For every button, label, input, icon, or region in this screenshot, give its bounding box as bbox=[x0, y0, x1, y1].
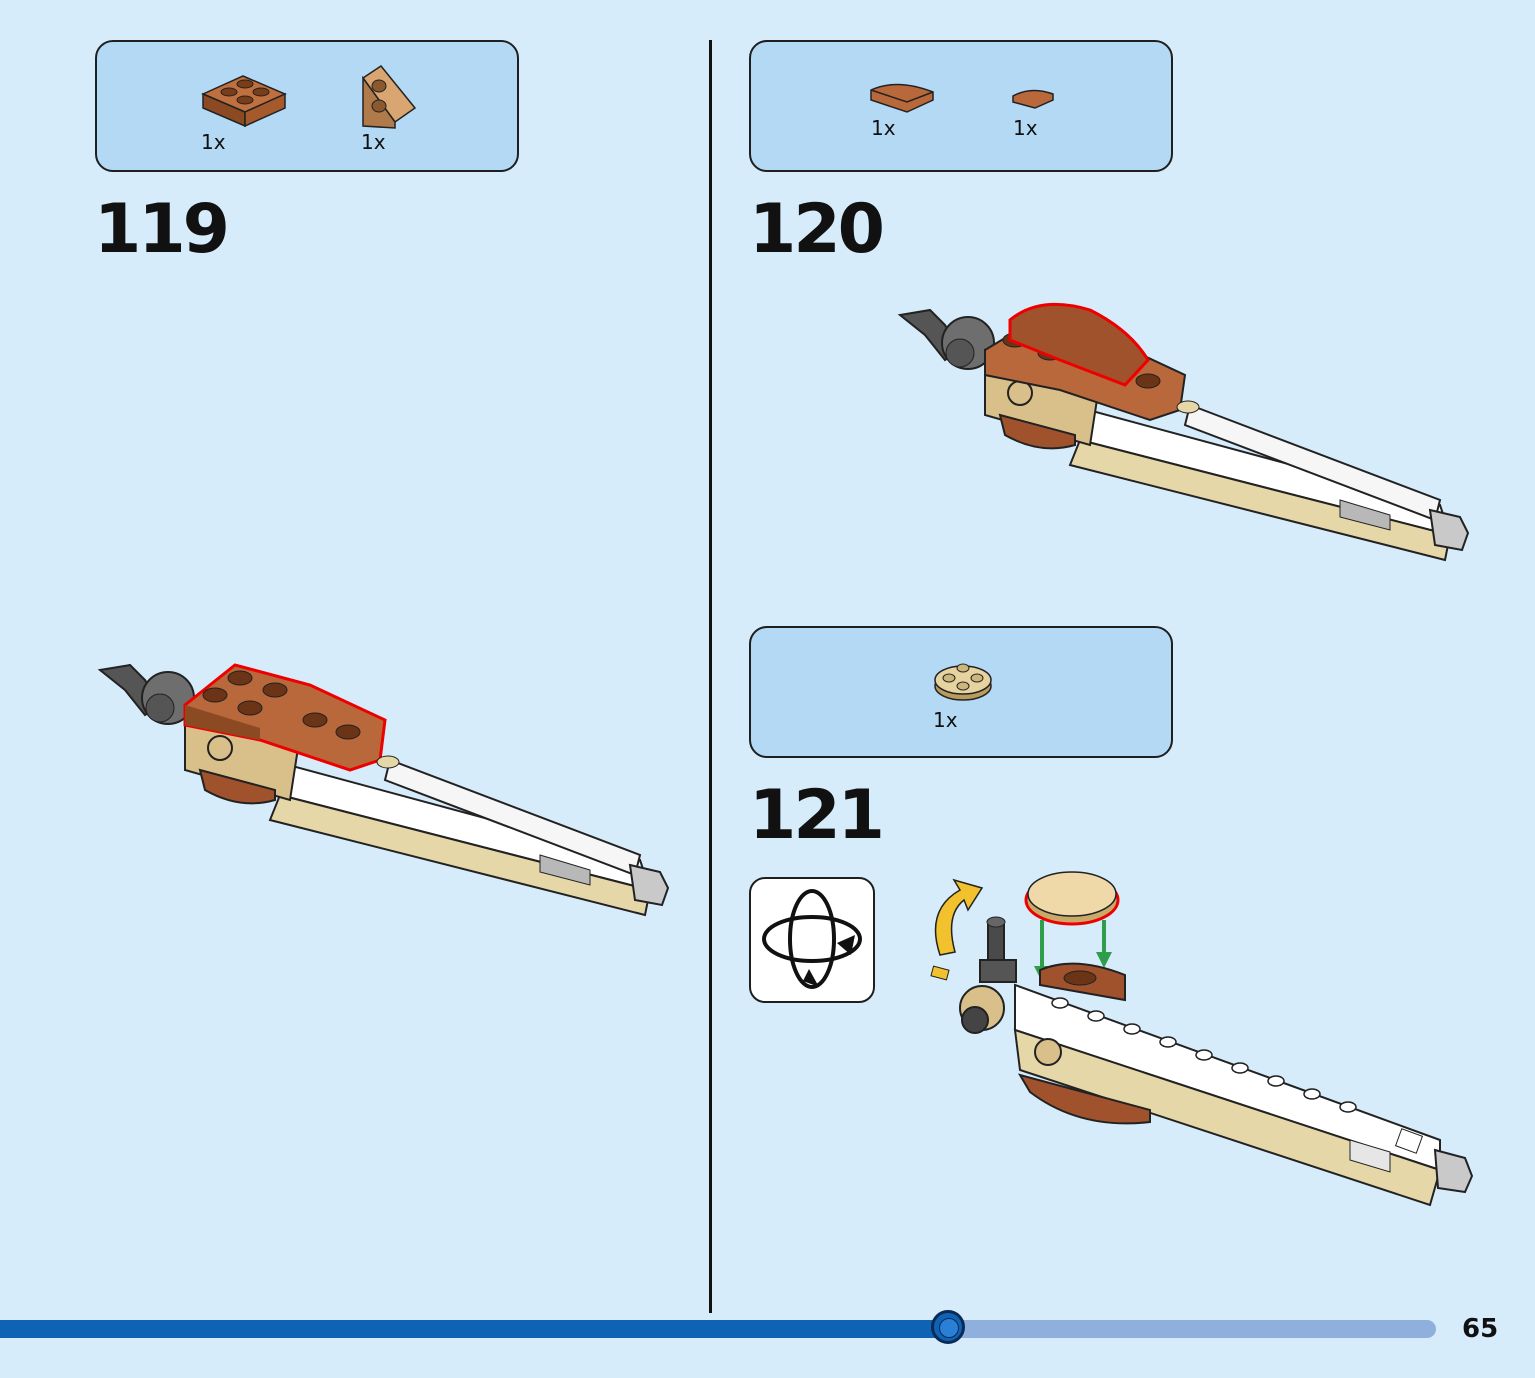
step-119-model-illustration bbox=[97, 663, 670, 917]
brown-small-tile-icon bbox=[1012, 89, 1054, 109]
tan-wedge-plate-icon bbox=[361, 64, 417, 129]
tan-round-plate-icon bbox=[934, 663, 992, 701]
part-qty: 1x bbox=[933, 708, 958, 732]
brown-2x2-plate-icon bbox=[201, 75, 287, 128]
page-progress-bar bbox=[0, 1320, 1436, 1338]
step-number-119: 119 bbox=[94, 190, 230, 269]
column-divider bbox=[709, 40, 712, 1313]
page-progress-knob bbox=[931, 1310, 965, 1344]
parts-box-step-121: 1x bbox=[749, 626, 1173, 758]
page-number: 65 bbox=[1462, 1314, 1499, 1344]
step-121-model-illustration bbox=[930, 871, 1474, 1207]
rotate-model-icon bbox=[762, 889, 862, 989]
part-qty: 1x bbox=[1013, 116, 1038, 140]
step-number-121: 121 bbox=[749, 776, 885, 855]
brown-curved-slope-icon bbox=[870, 83, 934, 113]
rotate-model-callout bbox=[749, 877, 875, 1003]
step-120-model-illustration bbox=[897, 302, 1470, 562]
step-number-120: 120 bbox=[749, 190, 885, 269]
parts-box-step-119: 1x 1x bbox=[95, 40, 519, 172]
part-qty: 1x bbox=[871, 116, 896, 140]
part-qty: 1x bbox=[201, 130, 226, 154]
page-progress-fill bbox=[0, 1320, 948, 1338]
parts-box-step-120: 1x 1x bbox=[749, 40, 1173, 172]
part-qty: 1x bbox=[361, 130, 386, 154]
